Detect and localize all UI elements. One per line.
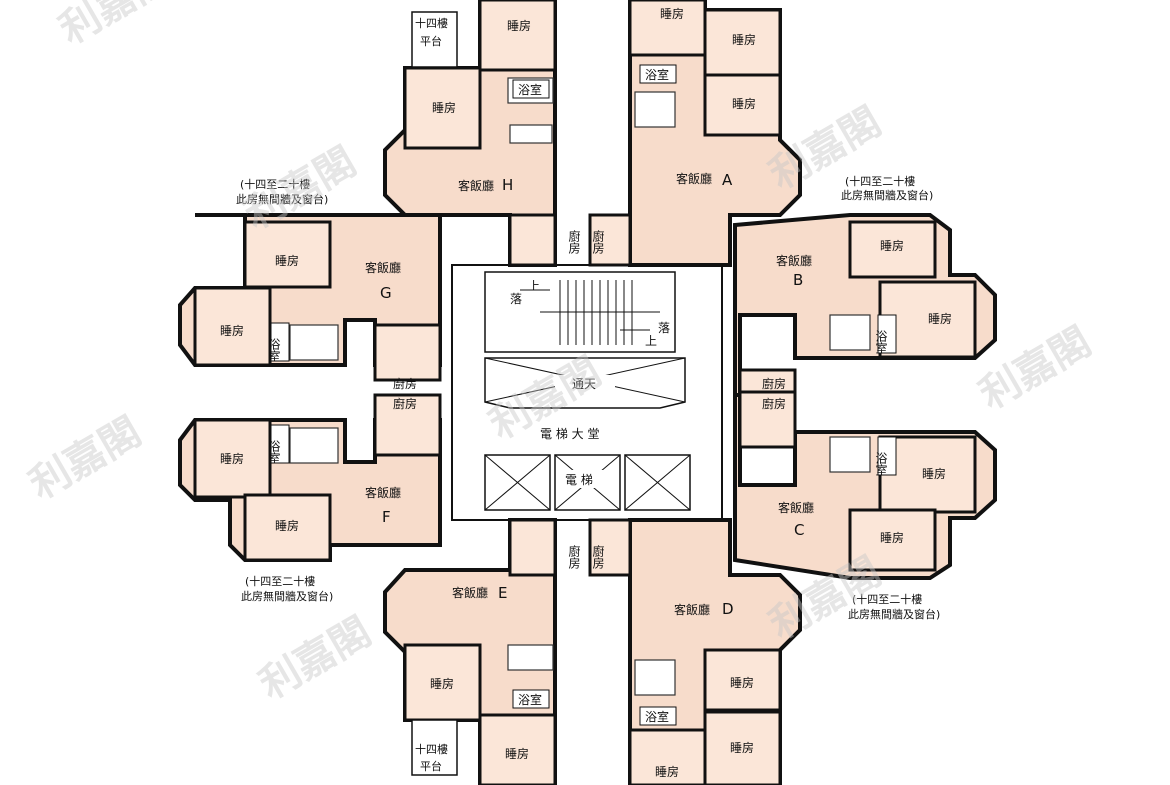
unit-e: 睡房 睡房 浴室 客飯廳 E 廚房 bbox=[383, 518, 581, 785]
terrace-label: 平台 bbox=[420, 34, 442, 48]
bedroom-label: 睡房 bbox=[432, 100, 456, 115]
bathroom-label: 浴室 bbox=[874, 452, 888, 476]
kitchen-label: 廚房 bbox=[591, 544, 605, 569]
bedroom-label: 睡房 bbox=[275, 253, 299, 268]
stair-down-label: 落 bbox=[510, 292, 522, 306]
living-dining-label: 客飯廳 bbox=[365, 260, 401, 275]
bathroom-label: 浴室 bbox=[518, 692, 542, 707]
unit-letter: C bbox=[794, 521, 804, 539]
central-core: 上 落 落 上 通天 電 梯 大 堂 電 梯 bbox=[451, 264, 723, 521]
kitchen-label: 廚房 bbox=[762, 376, 786, 391]
svg-text:(十四至二十樓: (十四至二十樓 bbox=[240, 177, 310, 191]
bedroom-label: 睡房 bbox=[880, 530, 904, 545]
bathroom-label: 浴室 bbox=[518, 82, 542, 97]
bedroom-label: 睡房 bbox=[655, 764, 679, 779]
terrace-14f-bottom: 十四樓 平台 bbox=[411, 719, 458, 776]
living-dining-label: 客飯廳 bbox=[674, 602, 710, 617]
bathroom-label: 浴室 bbox=[645, 709, 669, 724]
watermark-logo: 利嘉閣 bbox=[22, 409, 149, 509]
bedroom-label: 睡房 bbox=[275, 518, 299, 533]
terrace-label: 十四樓 bbox=[415, 742, 448, 756]
kitchen-label: 廚房 bbox=[591, 229, 605, 254]
living-dining-label: 客飯廳 bbox=[365, 485, 401, 500]
living-dining-label: 客飯廳 bbox=[458, 178, 494, 193]
bedroom-label: 睡房 bbox=[220, 451, 244, 466]
svg-text:此房無間牆及窗台): 此房無間牆及窗台) bbox=[236, 192, 328, 206]
unit-letter: E bbox=[498, 584, 507, 602]
bedroom-label: 睡房 bbox=[732, 32, 756, 47]
kitchen-label: 廚房 bbox=[567, 229, 581, 254]
unit-letter: B bbox=[793, 271, 803, 289]
unit-letter: A bbox=[722, 171, 733, 189]
terrace-14f-top: 十四樓 平台 bbox=[411, 11, 458, 68]
unit-h: 睡房 睡房 浴室 客飯廳 H 廚房 bbox=[383, 0, 581, 267]
watermark-logo: 利嘉閣 bbox=[52, 0, 179, 54]
living-dining-label: 客飯廳 bbox=[676, 171, 712, 186]
living-dining-label: 客飯廳 bbox=[778, 500, 814, 515]
bedroom-label: 睡房 bbox=[732, 96, 756, 111]
unit-c: 睡房 睡房 浴室 客飯廳 C 廚房 bbox=[733, 390, 997, 580]
note-bottom-left: (十四至二十樓 此房無間牆及窗台) bbox=[241, 574, 333, 603]
kitchen-label: 廚房 bbox=[393, 396, 417, 411]
unit-letter: F bbox=[382, 508, 391, 526]
bathroom-label: 浴室 bbox=[267, 338, 281, 362]
lift-shafts: 電 梯 bbox=[484, 454, 691, 511]
unit-letter: D bbox=[722, 600, 734, 618]
terrace-label: 十四樓 bbox=[415, 16, 448, 30]
svg-text:(十四至二十樓: (十四至二十樓 bbox=[245, 574, 315, 588]
bedroom-label: 睡房 bbox=[507, 18, 531, 33]
stair-up-label: 上 bbox=[645, 334, 657, 348]
bedroom-label: 睡房 bbox=[928, 311, 952, 326]
bathroom-label: 浴室 bbox=[645, 67, 669, 82]
terrace-label: 平台 bbox=[420, 759, 442, 773]
bedroom-label: 睡房 bbox=[880, 238, 904, 253]
bedroom-label: 睡房 bbox=[505, 746, 529, 761]
svg-text:(十四至二十樓: (十四至二十樓 bbox=[852, 592, 922, 606]
svg-text:此房無間牆及窗台): 此房無間牆及窗台) bbox=[241, 589, 333, 603]
unit-f: 睡房 睡房 浴室 客飯廳 F 廚房 bbox=[178, 393, 442, 562]
bedroom-label: 睡房 bbox=[430, 676, 454, 691]
note-top-left: (十四至二十樓 此房無間牆及窗台) bbox=[236, 177, 328, 206]
void-label: 通天 bbox=[572, 377, 596, 391]
unit-letter: G bbox=[380, 284, 392, 302]
lift-label: 電 梯 bbox=[565, 473, 593, 487]
bedroom-label: 睡房 bbox=[660, 6, 684, 21]
kitchen-label: 廚房 bbox=[567, 544, 581, 569]
bathroom-label: 浴室 bbox=[874, 330, 888, 354]
bathroom-label: 浴室 bbox=[267, 440, 281, 464]
bedroom-label: 睡房 bbox=[730, 675, 754, 690]
svg-text:此房無間牆及窗台): 此房無間牆及窗台) bbox=[848, 607, 940, 621]
unit-g: 睡房 睡房 浴室 客飯廳 G 廚房 bbox=[178, 213, 442, 391]
svg-text:此房無間牆及窗台): 此房無間牆及窗台) bbox=[841, 188, 933, 202]
stair-down-label: 落 bbox=[658, 321, 670, 335]
note-bottom-right: (十四至二十樓 此房無間牆及窗台) bbox=[848, 592, 940, 621]
watermark-logo: 利嘉閣 bbox=[252, 609, 379, 709]
unit-a: 睡房 睡房 睡房 浴室 客飯廳 A 廚房 bbox=[588, 0, 802, 267]
unit-letter: H bbox=[502, 176, 513, 194]
svg-text:(十四至二十樓: (十四至二十樓 bbox=[845, 174, 915, 188]
living-dining-label: 客飯廳 bbox=[452, 585, 488, 600]
stair-up-label: 上 bbox=[528, 279, 540, 293]
bedroom-label: 睡房 bbox=[922, 466, 946, 481]
note-top-right: (十四至二十樓 此房無間牆及窗台) bbox=[841, 174, 933, 202]
kitchen bbox=[508, 213, 557, 267]
unit-d: 睡房 睡房 睡房 浴室 客飯廳 D 廚房 bbox=[588, 518, 802, 785]
living-dining-label: 客飯廳 bbox=[776, 253, 812, 268]
lift-lobby-label: 電 梯 大 堂 bbox=[540, 427, 599, 441]
bedroom-label: 睡房 bbox=[730, 740, 754, 755]
bedroom-label: 睡房 bbox=[220, 323, 244, 338]
kitchen-label: 廚房 bbox=[393, 376, 417, 391]
kitchen-label: 廚房 bbox=[762, 396, 786, 411]
